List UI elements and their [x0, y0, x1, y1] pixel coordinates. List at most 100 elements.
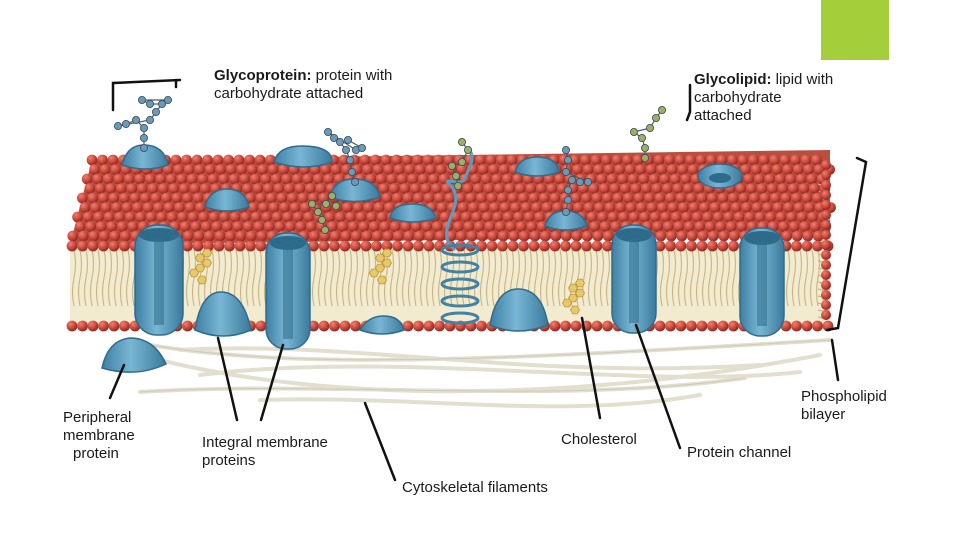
lipid-head: [350, 230, 362, 242]
lipid-head: [187, 211, 199, 223]
lipid-head: [109, 230, 121, 242]
lipid-tail: [95, 249, 101, 307]
lipid-head: [434, 230, 446, 242]
lipid-tail: [341, 249, 347, 307]
lipid-head: [510, 202, 521, 213]
lipid-head: [260, 173, 272, 185]
lipid-head: [508, 230, 520, 242]
lipid-tail: [491, 249, 497, 307]
lipid-tail: [659, 249, 665, 307]
lipid-head: [428, 173, 440, 185]
lipid-head: [645, 164, 657, 175]
lipid-head: [476, 230, 488, 242]
lipid-head: [549, 320, 561, 332]
lipid-head: [733, 211, 745, 223]
lipid-head: [229, 211, 241, 223]
lipid-head: [279, 202, 290, 213]
lipid-head: [380, 154, 392, 166]
lipid-head: [476, 192, 487, 204]
lipid-head: [94, 183, 106, 194]
lipid-head: [591, 240, 603, 252]
lipid-head: [762, 202, 773, 213]
lipid-head: [179, 221, 191, 232]
lipid-head: [593, 164, 604, 175]
lipid-head: [246, 164, 258, 175]
lipid-head: [98, 240, 109, 252]
lipid-head: [654, 320, 666, 332]
lipid-head: [506, 154, 518, 166]
lipid-head: [74, 221, 86, 232]
lipid-head: [225, 164, 237, 175]
lipid-head: [821, 280, 831, 290]
lipid-head: [512, 173, 524, 185]
lipid-tail: [683, 249, 689, 307]
lipid-head: [93, 211, 104, 223]
lipid-head: [378, 183, 390, 194]
lipid-head: [597, 211, 608, 223]
lipid-head: [305, 221, 317, 232]
lipid-head: [315, 183, 327, 194]
lipid-head: [504, 183, 516, 194]
lipid-head: [483, 183, 495, 194]
lipid-head: [381, 240, 393, 252]
lipid-head: [771, 164, 783, 175]
lipid-head: [685, 154, 696, 166]
lipid-head: [728, 320, 739, 332]
lipid-head: [718, 230, 730, 242]
lipid-head: [319, 230, 331, 242]
lipid-head: [588, 183, 600, 194]
lipid-head: [135, 211, 147, 223]
lipid-head: [126, 183, 138, 194]
lipid-head: [539, 192, 550, 204]
lipid-head: [723, 211, 734, 223]
lipid-head: [779, 154, 791, 166]
glycolipid-term: Glycolipid:: [694, 71, 772, 88]
lipid-head: [77, 192, 88, 204]
lipid-head: [602, 320, 613, 332]
phospholipid-line-1: Phospholipid: [801, 388, 887, 405]
lipid-head: [271, 211, 283, 223]
lipid-head: [371, 240, 382, 252]
lipid-head: [507, 192, 519, 204]
lipid-head: [233, 154, 245, 166]
lipid-head: [424, 230, 436, 242]
lipid-head: [581, 192, 592, 204]
glycolipid-desc-2: carbohydrate: [694, 89, 782, 106]
lipid-head: [326, 221, 338, 232]
lipid-head: [414, 164, 426, 175]
lipid-head: [716, 154, 728, 166]
lipid-head: [249, 173, 261, 185]
lipid-head: [402, 192, 414, 204]
lipid-head: [119, 230, 131, 242]
lipid-head: [764, 173, 776, 185]
lipid-head: [485, 154, 497, 166]
lipid-head: [241, 183, 253, 194]
lipid-head: [232, 221, 244, 232]
lipid-head: [798, 183, 810, 194]
lipid-head: [791, 192, 802, 204]
lipid-head: [98, 320, 109, 332]
lipid-head: [793, 202, 805, 213]
lipid-head: [777, 183, 789, 194]
lipid-head: [632, 154, 644, 166]
lipid-head: [612, 192, 624, 204]
lipid-head: [413, 240, 424, 252]
lipid-head: [381, 192, 393, 204]
lipid-tail: [479, 249, 485, 307]
lipid-head: [204, 164, 216, 175]
lipid-head: [396, 173, 408, 185]
lipid-head: [662, 221, 674, 232]
lipid-head: [665, 240, 676, 252]
lipid-head: [347, 221, 359, 232]
lipid-tail: [383, 249, 389, 307]
lipid-tail: [581, 249, 587, 307]
lipid-head: [121, 202, 133, 213]
lipid-head: [497, 230, 509, 242]
lipid-head: [361, 230, 373, 242]
lipid-head: [156, 211, 168, 223]
lipid-head: [215, 164, 227, 175]
lipid-head: [312, 173, 324, 185]
lipid-head: [254, 154, 266, 166]
lipid-head: [515, 221, 527, 232]
lipid-head: [682, 183, 694, 194]
